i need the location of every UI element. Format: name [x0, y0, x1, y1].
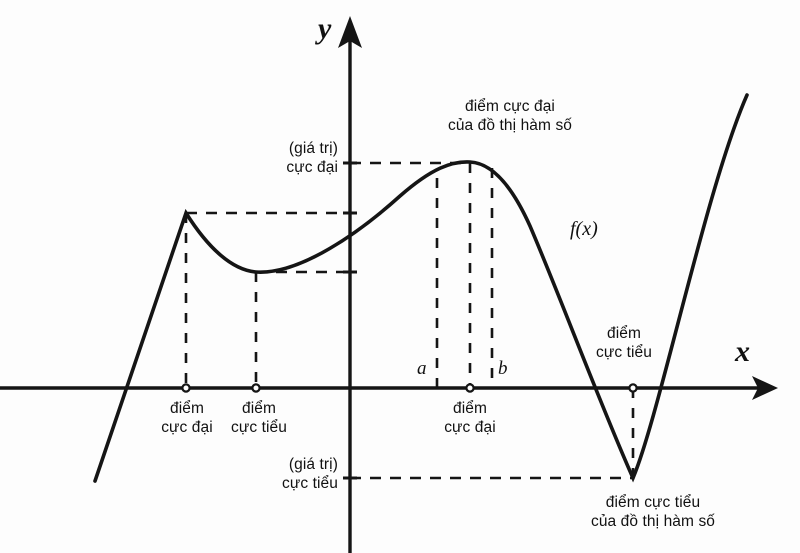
- y-axis-label: y: [318, 12, 332, 45]
- function-label: f(x): [570, 218, 598, 240]
- x-axis-arrowhead: [752, 376, 778, 400]
- max-point-middle-label: điểm cực đại: [444, 400, 496, 436]
- x-axis-label: x: [735, 335, 750, 368]
- min-point-right-label: điểm cực tiểu: [596, 325, 652, 361]
- value-max-label: (giá trị) cực đại: [286, 140, 338, 176]
- x-marker-first-min: [251, 383, 261, 393]
- min-point-of-graph-label: điểm cực tiểu của đồ thị hàm số: [590, 494, 716, 530]
- x-marker-last-min: [628, 383, 638, 393]
- value-min-label: (giá trị) cực tiểu: [282, 456, 338, 492]
- max-point-of-graph-label: điểm cực đại của đồ thị hàm số: [447, 98, 573, 134]
- function-curve: [93, 93, 749, 483]
- x-marker-first-max: [181, 383, 191, 393]
- interval-end-label: b: [498, 358, 508, 379]
- max-point-left-label: điểm cực đại: [161, 400, 213, 436]
- interval-start-label: a: [417, 358, 427, 379]
- x-marker-center-max: [465, 383, 475, 393]
- y-axis-arrowhead: [338, 16, 362, 48]
- min-point-left-label: điểm cực tiểu: [231, 400, 287, 436]
